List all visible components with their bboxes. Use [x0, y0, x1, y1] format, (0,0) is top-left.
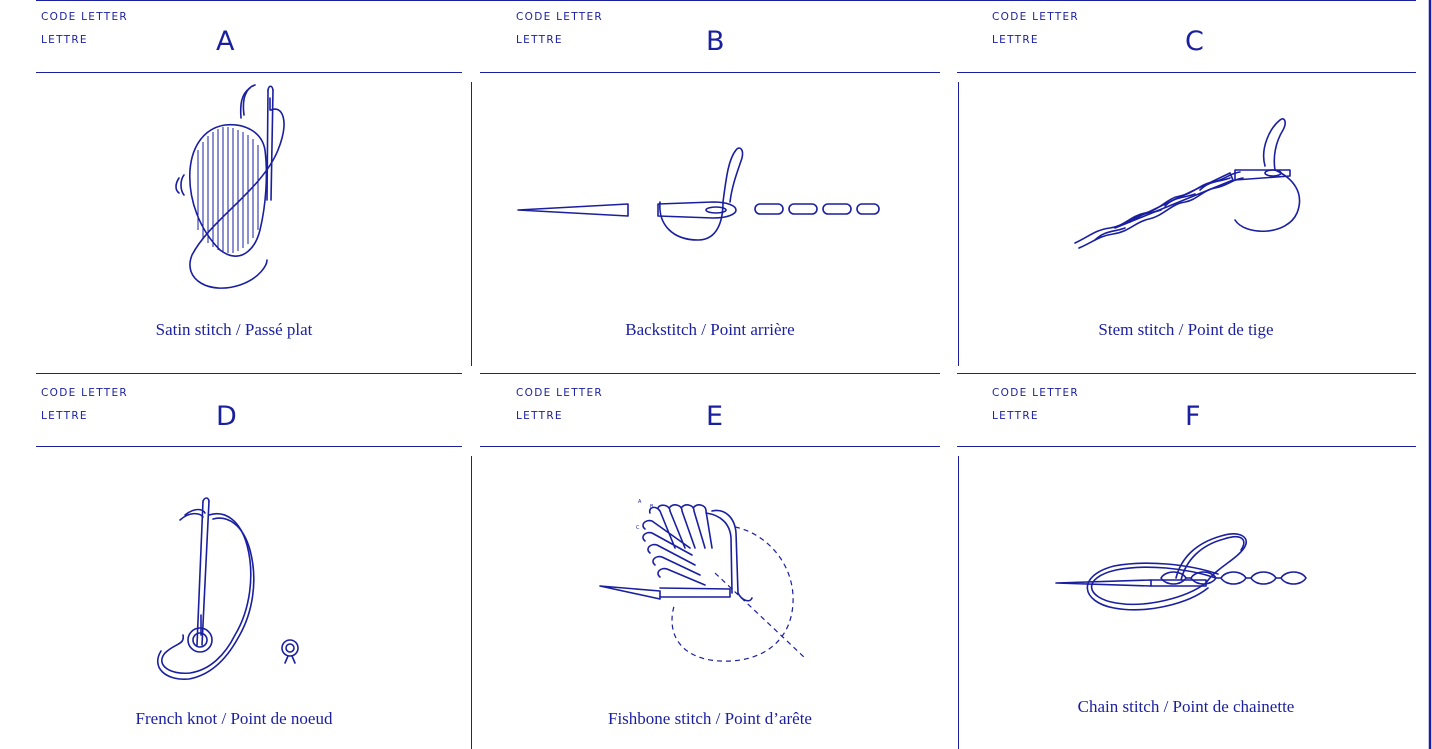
stem-stitch-illustration [1075, 118, 1305, 258]
satin-stitch-illustration [170, 80, 310, 305]
code-letter-e: E [706, 402, 723, 432]
code-letter-b: B [706, 27, 725, 57]
fishbone-label-a: A [638, 499, 642, 505]
fishbone-stitch-illustration: A B C [600, 493, 810, 673]
chain-stitch-illustration [1056, 528, 1316, 648]
french-knot-illustration [155, 495, 315, 690]
caption-french-knot: French knot / Point de noeud [34, 709, 434, 729]
caption-satin-stitch: Satin stitch / Passé plat [34, 320, 434, 340]
backstitch-illustration [518, 140, 878, 265]
fishbone-label-c: C [636, 525, 640, 531]
code-letter-c: C [1185, 27, 1204, 57]
code-letter-label-a: code letterlettre [41, 6, 128, 52]
code-letter-a: A [216, 27, 234, 57]
caption-backstitch: Backstitch / Point arrière [510, 320, 910, 340]
code-letter-d: D [216, 402, 237, 432]
code-letter-label-c: code letterlettre [992, 6, 1079, 52]
caption-fishbone-stitch: Fishbone stitch / Point d’arête [510, 709, 910, 729]
code-letter-label-e: code letterlettre [516, 382, 603, 428]
code-letter-label-d: code letterlettre [41, 382, 128, 428]
caption-chain-stitch: Chain stitch / Point de chainette [986, 697, 1386, 717]
code-letter-label-b: code letterlettre [516, 6, 603, 52]
caption-stem-stitch: Stem stitch / Point de tige [986, 320, 1386, 340]
code-letter-f: F [1185, 402, 1201, 432]
code-letter-label-f: code letterlettre [992, 382, 1079, 428]
